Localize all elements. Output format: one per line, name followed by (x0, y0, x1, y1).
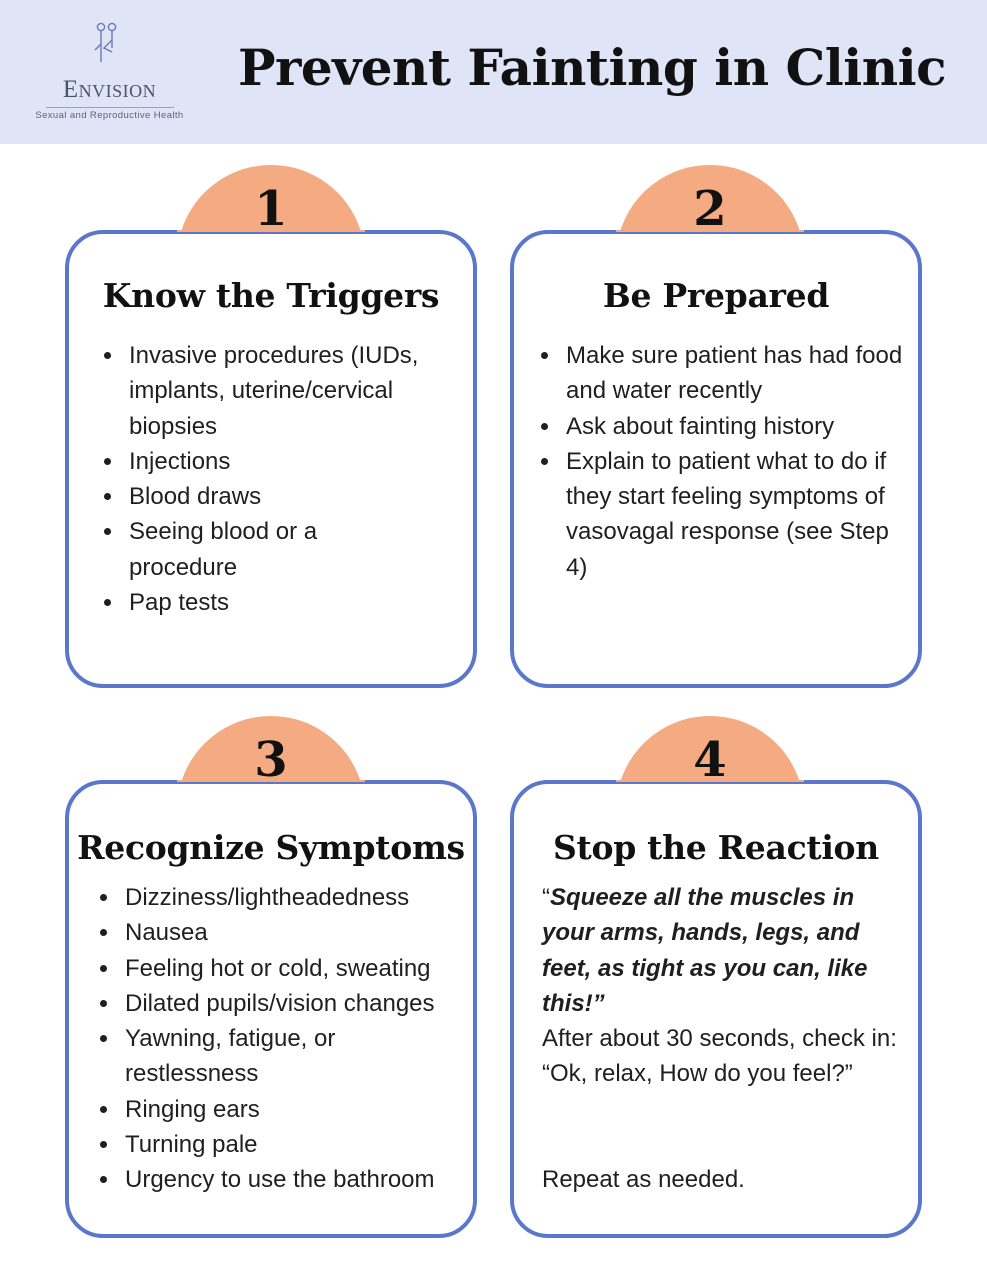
list-item: Seeing blood or a procedure (101, 514, 431, 585)
step-1-list: Invasive procedures (IUDs, implants, ute… (101, 338, 431, 620)
list-item: Invasive procedures (IUDs, implants, ute… (101, 338, 431, 444)
logo-divider (46, 107, 174, 108)
step-1-badge-base (177, 230, 365, 232)
step-3-title: Recognize Symptoms (77, 828, 465, 867)
step-4-title: Stop the Reaction (553, 828, 879, 867)
step-4-number: 4 (693, 732, 727, 788)
list-item: Urgency to use the bathroom (97, 1162, 467, 1197)
step-3-badge-base (177, 780, 365, 782)
list-item: Ask about fainting history (538, 409, 908, 444)
list-item: Make sure patient has had food and water… (538, 338, 908, 409)
step-2-title: Be Prepared (602, 276, 830, 315)
logo-tagline: Sexual and Reproductive Health (35, 110, 184, 121)
list-item: Dizziness/lightheadedness (97, 880, 467, 915)
step-3-card: Recognize Symptoms Dizziness/lightheaded… (65, 780, 477, 1238)
envision-logo-icon (94, 22, 117, 62)
step-2-number: 2 (693, 181, 727, 237)
list-item: Turning pale (97, 1127, 467, 1162)
check-in-text: After about 30 seconds, check in: “Ok, r… (542, 1025, 897, 1088)
list-item: Blood draws (101, 479, 431, 514)
quote-open-mark: “ (542, 884, 550, 911)
list-item: Explain to patient what to do if they st… (538, 444, 908, 585)
step-4-badge-base (616, 780, 804, 782)
step-3-number: 3 (254, 732, 288, 788)
squeeze-quote: Squeeze all the muscles in your arms, ha… (542, 884, 868, 1017)
step-1-title: Know the Triggers (102, 276, 440, 315)
step-2-card: Be Prepared Make sure patient has had fo… (510, 230, 922, 688)
page-title: Prevent Fainting in Clinic (237, 38, 947, 97)
envision-logo: Envision Sexual and Reproductive Health (22, 22, 197, 124)
logo-name: Envision (62, 76, 157, 103)
step-2-list: Make sure patient has had food and water… (538, 338, 908, 585)
step-2-badge-base (616, 230, 804, 232)
header-banner: Envision Sexual and Reproductive Health … (0, 0, 987, 144)
step-1-number: 1 (254, 181, 288, 237)
list-item: Injections (101, 444, 431, 479)
list-item: Nausea (97, 915, 467, 950)
list-item: Pap tests (101, 585, 431, 620)
step-1-card: Know the Triggers Invasive procedures (I… (65, 230, 477, 688)
list-item: Dilated pupils/vision changes (97, 986, 467, 1021)
list-item: Feeling hot or cold, sweating (97, 951, 467, 986)
squeeze-instruction: “Squeeze all the muscles in your arms, h… (542, 880, 902, 1021)
step-3-list: Dizziness/lightheadedness Nausea Feeling… (97, 880, 467, 1198)
list-item: Ringing ears (97, 1092, 467, 1127)
repeat-text: Repeat as needed. (542, 1166, 745, 1193)
list-item: Yawning, fatigue, or restlessness (97, 1021, 467, 1092)
step-4-card: Stop the Reaction “Squeeze all the muscl… (510, 780, 922, 1238)
